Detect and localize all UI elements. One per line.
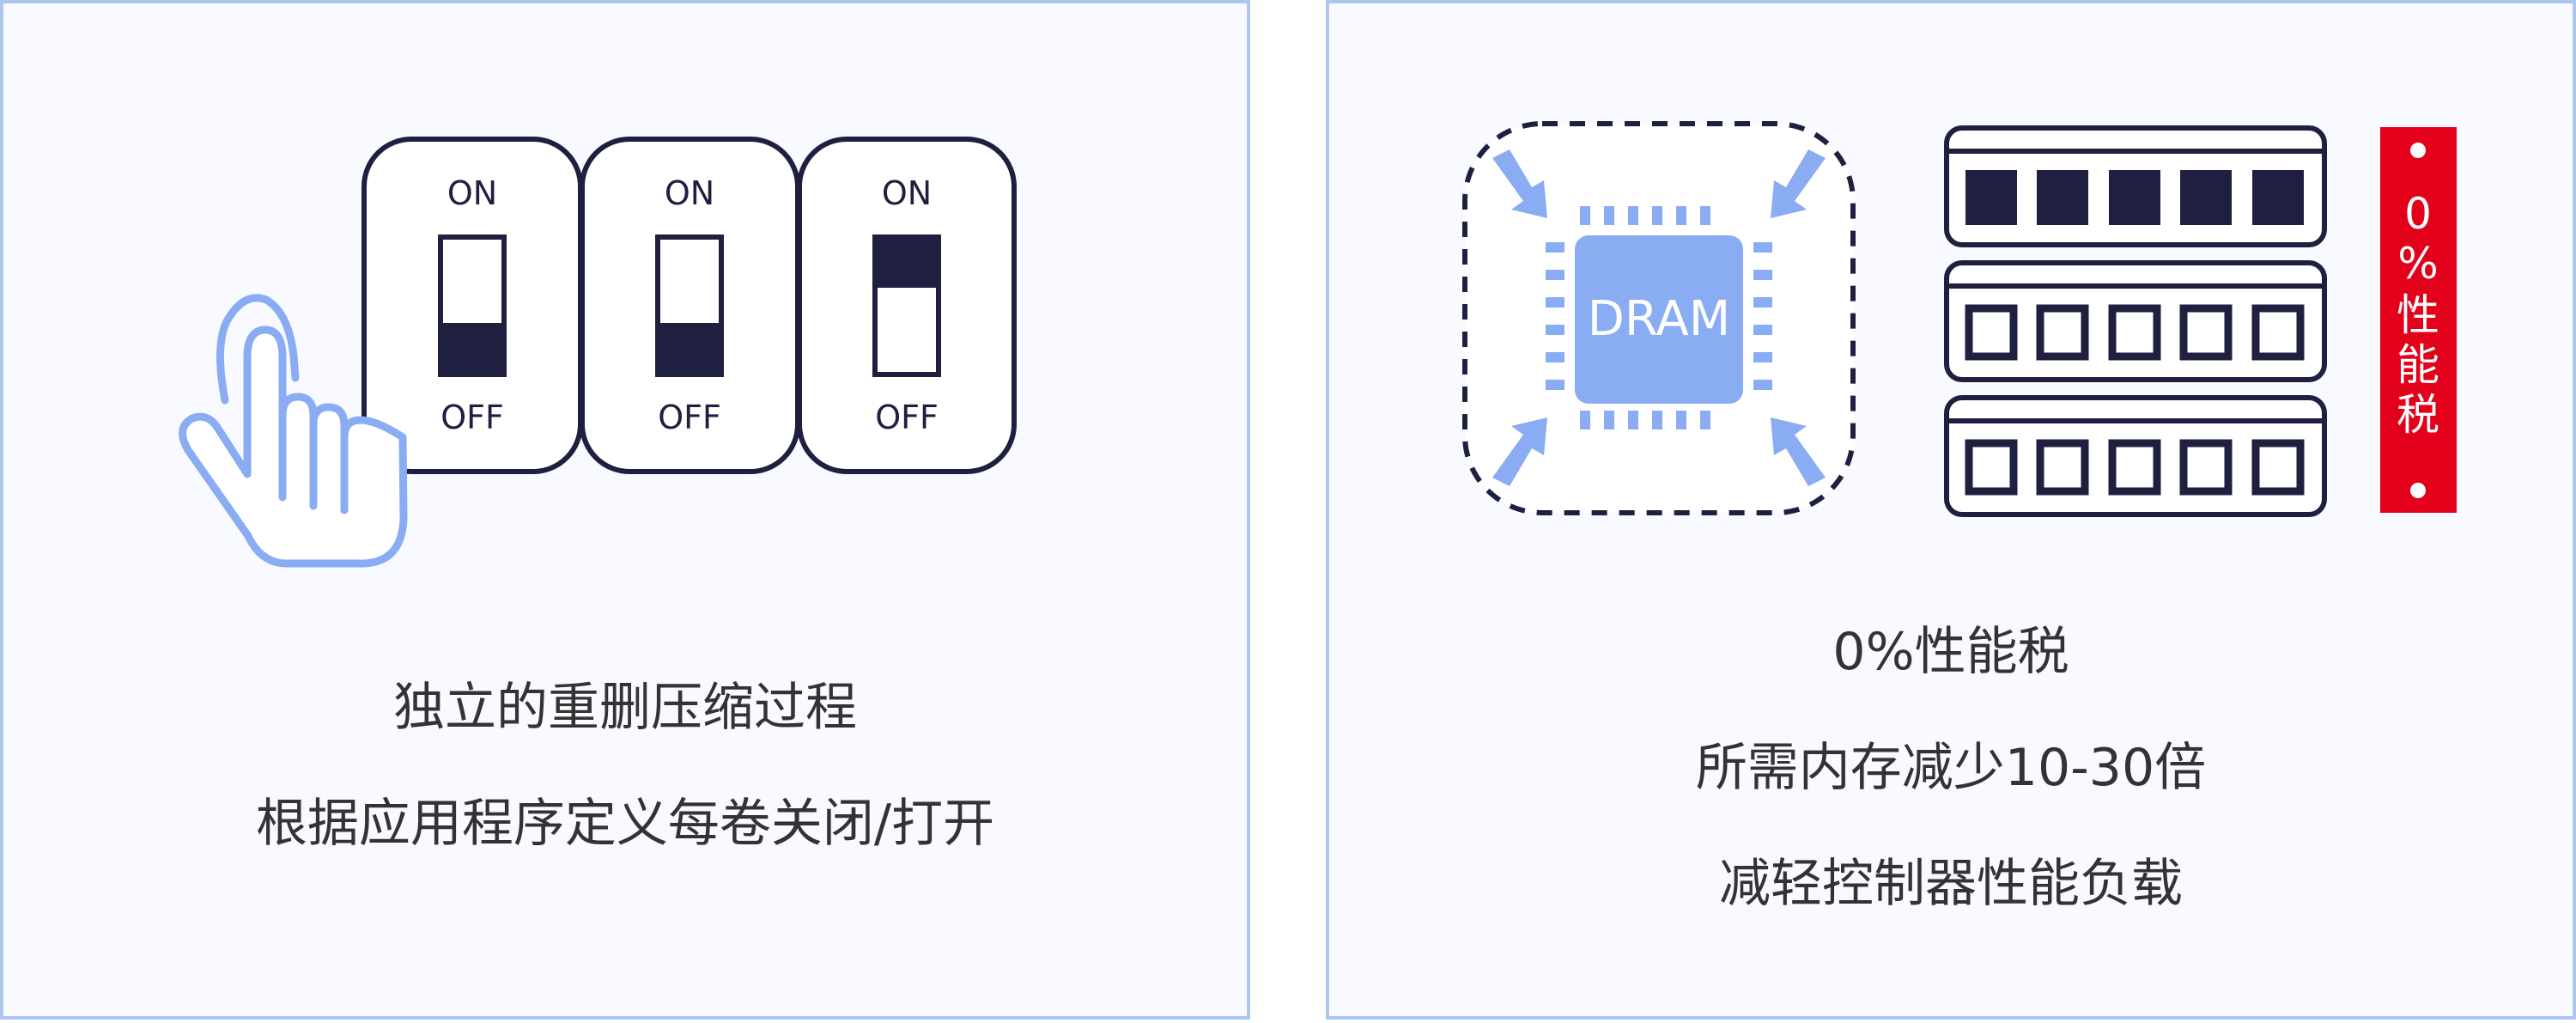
dram-chip <box>1575 235 1743 404</box>
tag-char: 0 <box>2404 189 2432 239</box>
switch-knob <box>655 323 724 377</box>
switch-knob <box>438 323 507 377</box>
dip-switch-1[interactable]: ON OFF <box>361 137 583 474</box>
right-panel: DRAM <box>1326 0 2576 1020</box>
dip-switch-2[interactable]: ON OFF <box>580 137 800 474</box>
tag-hole-icon <box>2410 143 2426 158</box>
switch-off-label: OFF <box>875 399 939 436</box>
memory-illustration: DRAM <box>1462 121 2457 517</box>
tag-char: 能 <box>2397 340 2439 390</box>
memory-reduction-text: 所需内存减少10-30倍 <box>1695 738 2207 798</box>
dram-label: DRAM <box>1588 291 1730 347</box>
switch-off-label: OFF <box>658 399 721 436</box>
dram-compression-graphic: DRAM <box>1462 121 1856 515</box>
switch-on-label: ON <box>665 174 714 212</box>
compress-arrows-icon <box>1492 149 1826 486</box>
left-panel: ON OFF ON OFF ON OFF 独立的 <box>0 0 1250 1020</box>
feature-title: 独立的重删压缩过程 <box>393 678 857 738</box>
tag-char: 税 <box>2397 390 2439 440</box>
memory-module-1 <box>1944 125 2327 247</box>
tag-char: % <box>2397 239 2439 289</box>
switch-knob <box>872 234 941 288</box>
memory-module-2 <box>1944 260 2327 382</box>
dip-switch-3[interactable]: ON OFF <box>797 137 1017 474</box>
chip-pins <box>1546 206 1772 429</box>
pointing-hand-icon <box>179 294 408 568</box>
feature-description: 根据应用程序定义每卷关闭/打开 <box>255 794 995 854</box>
feature-title: 0%性能税 <box>1832 622 2069 682</box>
controller-load-text: 减轻控制器性能负载 <box>1719 854 2183 914</box>
switch-on-label: ON <box>882 174 932 212</box>
tag-hole-icon <box>2410 483 2426 498</box>
zero-overhead-tag: 0 % 性 能 税 <box>2380 127 2457 513</box>
tag-char: 性 <box>2397 290 2439 340</box>
switch-off-label: OFF <box>440 399 504 436</box>
switch-on-label: ON <box>447 174 497 212</box>
memory-module-3 <box>1944 395 2327 517</box>
switch-illustration: ON OFF ON OFF ON OFF <box>179 137 1017 568</box>
